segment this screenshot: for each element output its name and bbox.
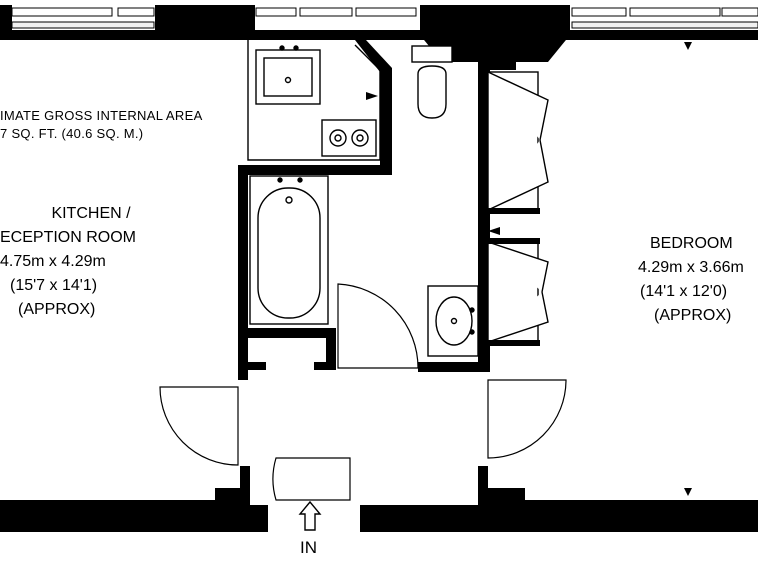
wall-markers xyxy=(366,42,692,496)
kitchen-worktop xyxy=(247,40,381,161)
bottom-wall xyxy=(0,466,758,532)
bathroom-door xyxy=(337,283,419,369)
toilet xyxy=(411,45,453,119)
gross-area-line-2: 7 SQ. FT. (40.6 SQ. M.) xyxy=(0,126,144,141)
kitchen-name-2: ECEPTION ROOM xyxy=(0,229,137,246)
bedroom-metric: 4.29m x 3.66m xyxy=(638,259,744,276)
entrance-label: IN xyxy=(300,538,317,557)
wardrobe-walls xyxy=(488,62,540,346)
kitchen-metric: 4.75m x 4.29m xyxy=(0,253,106,270)
wardrobes xyxy=(487,71,549,343)
bedroom-door xyxy=(487,379,567,459)
bedroom-label: BEDROOM 4.29m x 3.66m (14'1 x 12'0) (APP… xyxy=(630,232,758,328)
kitchen-door xyxy=(159,386,239,466)
entrance-door xyxy=(272,457,351,501)
bedroom-approx: (APPROX) xyxy=(654,307,732,324)
bathtub xyxy=(249,175,329,325)
top-wall xyxy=(0,5,758,62)
bedroom-name: BEDROOM xyxy=(650,235,733,252)
top-windows xyxy=(11,7,758,29)
up-arrow-icon xyxy=(298,500,322,531)
bedroom-imperial: (14'1 x 12'0) xyxy=(640,283,728,300)
kitchen-imperial: (15'7 x 14'1) xyxy=(10,277,98,294)
kitchen-name: KITCHEN / xyxy=(51,205,131,222)
kitchen-label: KITCHEN / ECEPTION ROOM 4.75m x 4.29m (1… xyxy=(0,202,160,322)
basin xyxy=(427,285,479,357)
door-swings xyxy=(159,283,567,501)
bathroom-walls xyxy=(238,40,490,380)
gross-area-line-1: IMATE GROSS INTERNAL AREA xyxy=(0,108,203,123)
kitchen-approx: (APPROX) xyxy=(18,301,96,318)
